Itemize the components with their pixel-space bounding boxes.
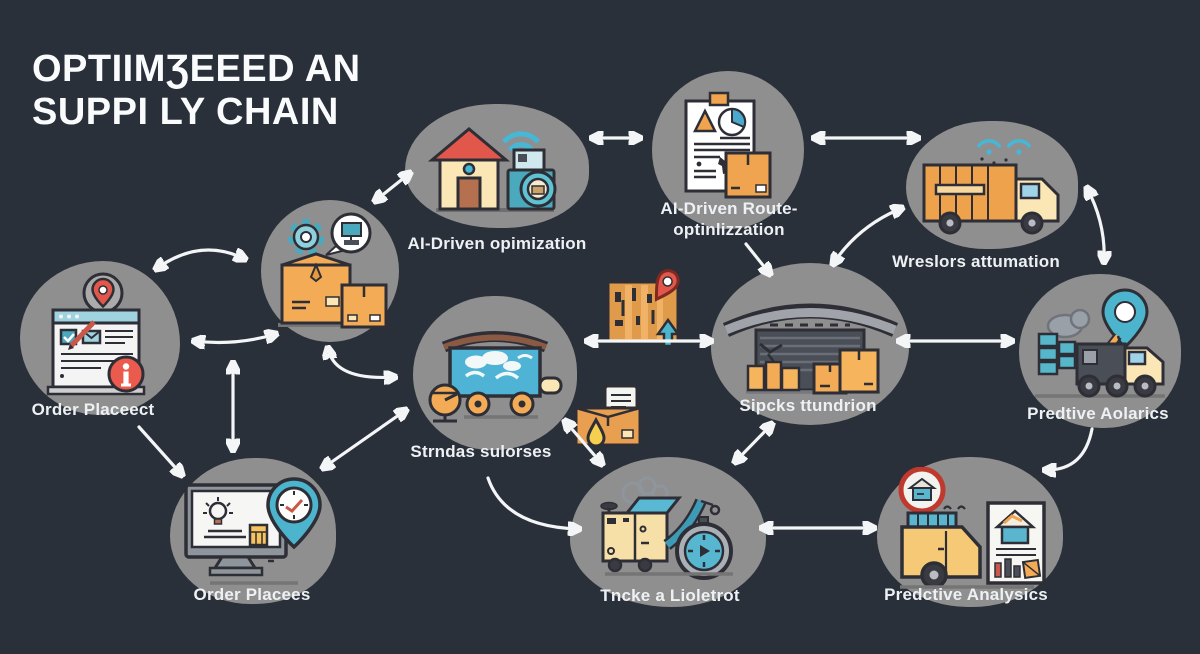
sensor-billboard-icon [428,331,562,423]
node-route-optimization [652,71,804,229]
logistics-truck-pin-icon [1035,288,1165,398]
label-smart-sensors: Strndas sulorses [410,442,552,461]
page-title-line2: SUPPI LY CHAIN [32,90,339,133]
node-order-placed-top [20,261,180,415]
van-report-icon [898,467,1046,589]
label-route-optimization-line1: AI-Driven Route- [660,199,798,218]
label-predictive-logistics: Predtive Aolarics [1027,404,1169,423]
connected-truck-icon [922,138,1060,234]
page-title: OPTIIMƷEEED AN SUPPI LY CHAIN [32,48,361,133]
label-route-optimization-line2: optinlizzation [673,220,785,240]
node-packages [261,200,399,342]
label-route-optimization: AI-Driven Route- optinlizzation [660,198,797,241]
label-ai-optimization: AI-Driven opimization [407,234,587,253]
label-order-placed-top: Order Placeect [31,400,155,419]
node-predictive-analytics [877,457,1063,607]
cart-stopwatch-icon [599,476,733,580]
node-predictive-logistics [1019,274,1181,428]
monitor-clock-pin-icon [183,476,322,585]
label-order-placed-bottom: Order Placees [193,585,311,604]
node-order-placed-bottom [170,458,336,604]
label-warehouse-automation: Wreslors attumation [892,252,1060,271]
label-stock-monitoring: Sipcks ttundrion [739,396,877,415]
warehouse-icon [722,303,898,395]
packages-gear-icon [278,212,388,329]
route-document-icon [684,91,772,199]
node-smart-sensors [413,296,577,450]
node-stock-monitoring [711,263,909,425]
order-browser-icon [46,272,146,396]
smart-home-wifi-icon [427,126,557,212]
inventory-board-icon [602,268,690,350]
page-title-line1: OPTIIMƷEEED AN [32,48,361,90]
node-ai-optimization [405,104,589,228]
label-predictive-analytics: Predctive Analysics [884,585,1048,604]
node-delivery-tracking [570,457,766,607]
package-receipt-icon [572,382,668,450]
label-delivery-tracking: Tncke a Lioletrot [600,586,740,605]
node-warehouse-automation [906,121,1078,249]
